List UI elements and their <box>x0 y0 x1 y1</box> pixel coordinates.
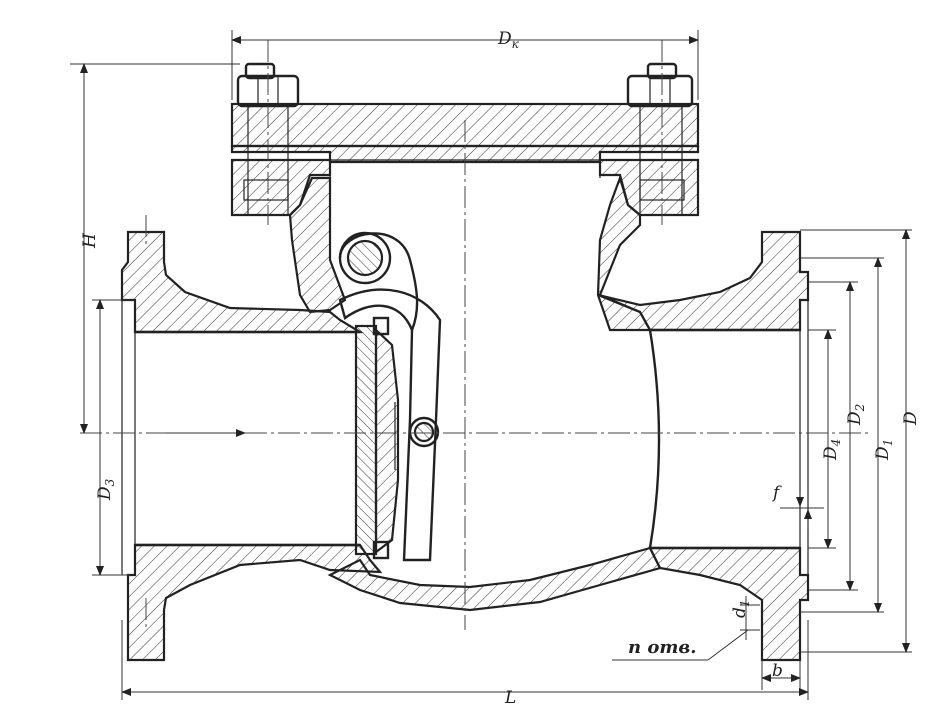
dim-b-label: b <box>772 661 783 681</box>
body-left-neck <box>288 174 652 332</box>
dim-d4: D4 <box>808 329 843 549</box>
dim-d2-sub: 2 <box>853 404 867 413</box>
dim-dk-label: D <box>497 29 512 49</box>
dim-dk-sub: к <box>512 37 520 51</box>
lever-arm <box>338 288 442 562</box>
dim-d1: D1 <box>800 257 895 613</box>
dim-l-label: L <box>504 688 516 708</box>
centerlines <box>80 40 870 630</box>
svg-text:Dк: Dк <box>497 29 520 51</box>
dim-d3-sub: 3 <box>103 478 117 486</box>
bore-lines <box>135 159 801 550</box>
dim-l: L <box>121 620 809 708</box>
dim-dk: Dк <box>231 29 699 100</box>
dim-d4-sub: 4 <box>829 439 843 448</box>
dim-f-label: f <box>771 483 782 503</box>
dim-d-hole-sub: 1 <box>738 599 752 607</box>
dim-d2: D2 <box>808 281 867 591</box>
svg-text:D1: D1 <box>873 439 895 461</box>
dim-d3: D3 <box>92 299 130 576</box>
body-bottom <box>327 546 662 612</box>
svg-text:d1: d1 <box>730 599 752 618</box>
dim-d2-label: D <box>845 411 865 426</box>
disc-pin <box>408 416 440 448</box>
dim-d4-label: D <box>821 446 841 461</box>
dim-n-holes-label: n отв. <box>628 637 697 658</box>
dim-d-label: D <box>901 411 921 426</box>
hinge-pin <box>338 231 419 331</box>
svg-text:D4: D4 <box>821 439 843 461</box>
svg-text:D3: D3 <box>95 478 117 501</box>
dim-d3-label: D <box>95 486 115 501</box>
dim-d1-hole: d1 n отв. <box>612 596 760 661</box>
dim-h: H <box>70 63 240 434</box>
dim-d-hole-label: d <box>730 607 750 618</box>
svg-text:D2: D2 <box>845 404 867 426</box>
dim-d1-label: D <box>873 446 893 461</box>
dim-b: b <box>761 660 801 690</box>
dim-d1-sub: 1 <box>881 439 895 447</box>
right-flange <box>597 230 810 662</box>
valve-disc <box>354 316 400 560</box>
dim-f: f <box>771 483 824 530</box>
dim-h-label: H <box>80 232 100 249</box>
dim-d: D <box>800 229 921 653</box>
